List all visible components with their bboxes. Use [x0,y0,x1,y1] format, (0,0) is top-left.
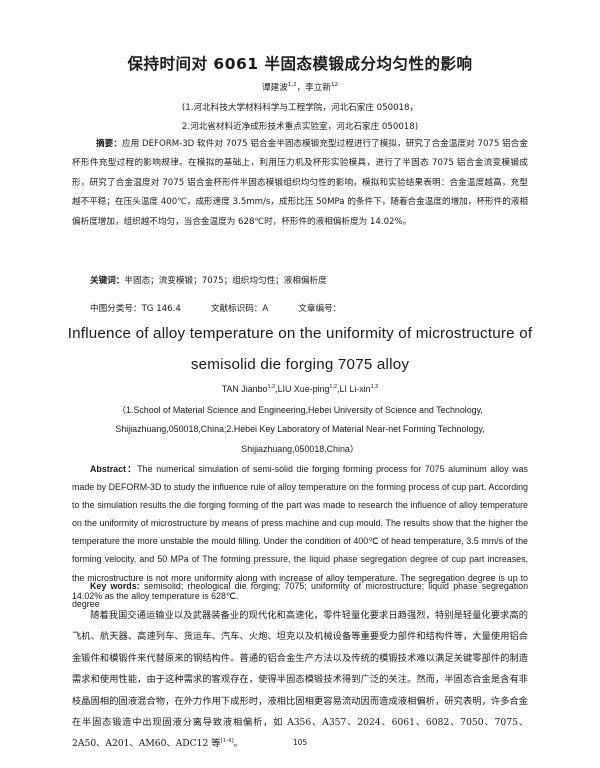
en-affiliation-3: Shijiazhuang,050018,China） [241,444,359,454]
cn-author-2: ，李立新 [296,83,331,93]
en-affiliation-1: （1.School of Material Science and Engine… [117,405,483,415]
en-title-line-2: semisolid die forging 7075 alloy [190,356,410,373]
en-abstract-text: The numerical simulation of semi-solid d… [72,464,528,601]
en-author-2-sup: 1,2 [329,384,338,391]
cn-authors: 谭建波1,2，李立新12 [0,81,600,93]
cn-affiliation-1: (1.河北科技大学材料科学与工程学院，河北石家庄 050018， [181,103,419,113]
en-author-1-sup: 1,2 [267,384,276,391]
intro-citation: [1-4] [220,738,234,745]
cn-affiliation-2: 2.河北省材料近净成形技术重点实验室，河北石家庄 050018) [181,122,419,132]
en-abstract: Abstract：The numerical simulation of sem… [72,460,528,605]
en-abstract-label: Abstract： [90,464,138,474]
intro-paragraph: 随着我国交通运输业以及武器装备业的现代化和高速化，零件轻量化要求日趋强烈，特别是… [72,605,528,755]
cn-author-1: 谭建波 [262,83,288,93]
cn-article-no: 文章编号： [298,304,342,314]
en-affiliation-2: Shijiazhuang,050018,China;2.Hebei Key La… [115,424,485,434]
en-keywords-text: semisolid; rheological die forging; 7075… [72,581,528,610]
en-keywords-label: Key words: [90,581,140,591]
en-author-2: ,LIU Xue-ping [275,384,330,394]
cn-keywords: 关键词：半固态；流变模锻；7075；组织均匀性；液相偏析度 [72,272,528,291]
cn-keywords-label: 关键词： [90,276,125,286]
en-author-3-sup: 1,2 [370,384,379,391]
cn-abstract-label: 摘要： [96,139,122,149]
cn-meta-line: 中图分类号：TG 146.4 文献标识码：A 文章编号： [90,302,371,314]
cn-author-1-sup: 1,2 [287,82,297,89]
cn-clc: 中图分类号：TG 146.4 [90,304,181,314]
intro-text: 随着我国交通运输业以及武器装备业的现代化和高速化，零件轻量化要求日趋强烈，特别是… [72,610,528,750]
cn-abstract-text: 应用 DEFORM-3D 软件对 7075 铝合金半固态模锻充型过程进行了模拟，… [72,139,528,227]
page-number: 105 [292,738,308,747]
cn-author-2-sup: 12 [330,82,338,89]
cn-doc-code: 文献标识码：A [210,304,269,314]
en-author-3: ,LI Li-xin [337,384,371,394]
en-authors: TAN Jianbo1,2,LIU Xue-ping1,2,LI Li-xin1… [0,380,600,400]
cn-abstract: 摘要：应用 DEFORM-3D 软件对 7075 铝合金半固态模锻充型过程进行了… [72,135,528,232]
cn-title: 保持时间对 6061 半固态模锻成分均匀性的影响 [127,55,473,73]
en-title-line-1: Influence of alloy temperature on the un… [67,325,533,342]
cn-keywords-text: 半固态；流变模锻；7075；组织均匀性；液相偏析度 [124,276,327,286]
en-author-1: TAN Jianbo [221,384,268,394]
en-keywords: Key words: semisolid; rheological die fo… [72,577,528,613]
intro-end: 。 [233,738,243,750]
